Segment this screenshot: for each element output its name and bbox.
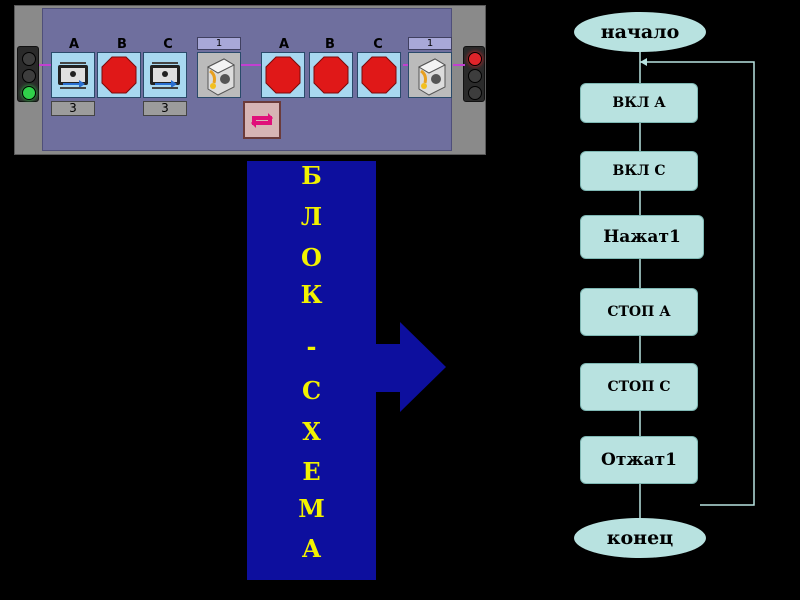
stop-block[interactable]: [309, 52, 353, 98]
wire: [241, 64, 261, 66]
port-label-a: A: [68, 37, 80, 52]
flowchart-step: ВКЛ А: [580, 83, 698, 123]
motor-duration-value[interactable]: 3: [51, 101, 95, 116]
start-traffic-light-icon: [17, 46, 39, 102]
flowchart-step: Отжат1: [580, 436, 698, 484]
banner-letter: А: [301, 534, 322, 563]
motor-icon: [58, 62, 88, 89]
stop-sign-icon: [101, 56, 137, 94]
touch-sensor-block[interactable]: [408, 52, 452, 98]
stop-block[interactable]: [357, 52, 401, 98]
port-label-a: A: [278, 37, 290, 52]
stop-sign-icon: [265, 56, 301, 94]
port-label-b: B: [325, 37, 335, 52]
banner-letter: Б: [301, 161, 322, 190]
stop-block[interactable]: [97, 52, 141, 98]
banner-letter: Л: [300, 202, 323, 231]
wire: [39, 64, 51, 66]
motor-duration-value[interactable]: 3: [143, 101, 187, 116]
stop-sign-icon: [313, 56, 349, 94]
end-traffic-light-icon: [463, 46, 485, 102]
port-label-c: C: [373, 37, 383, 52]
loop-icon: [251, 113, 273, 128]
touch-sensor-icon: [417, 58, 447, 96]
touch-sensor-block[interactable]: [197, 52, 241, 98]
block-scheme-banner: Б Л О К - С Х Е М А: [247, 161, 376, 580]
flowchart-step: ВКЛ С: [580, 151, 698, 191]
wire: [453, 64, 465, 66]
flowchart-end: конец: [574, 518, 706, 558]
banner-letter: Х: [302, 417, 321, 446]
sensor-port-counter[interactable]: 1: [197, 37, 241, 50]
flowchart-start: начало: [574, 12, 706, 52]
right-arrow-icon: [376, 322, 446, 412]
banner-letter: М: [298, 494, 325, 523]
motor-block[interactable]: [51, 52, 95, 98]
port-label-c: C: [163, 37, 173, 52]
motor-icon: [150, 62, 180, 89]
robot-program-panel: A B C 1 A B C 1: [14, 5, 486, 155]
banner-letter: -: [306, 332, 317, 361]
banner-letter: К: [300, 280, 323, 309]
sensor-port-counter[interactable]: 1: [408, 37, 452, 50]
banner-letter: С: [301, 376, 322, 405]
touch-sensor-icon: [206, 58, 236, 96]
banner-letter: О: [301, 243, 322, 272]
port-label-b: B: [117, 37, 127, 52]
motor-block[interactable]: [143, 52, 187, 98]
loop-button[interactable]: [243, 101, 281, 139]
stop-block[interactable]: [261, 52, 305, 98]
flowchart-step: Нажат1: [580, 215, 704, 259]
flowchart-step: СТОП С: [580, 363, 698, 411]
flowchart-step: СТОП А: [580, 288, 698, 336]
stop-sign-icon: [361, 56, 397, 94]
banner-letter: Е: [302, 457, 321, 486]
